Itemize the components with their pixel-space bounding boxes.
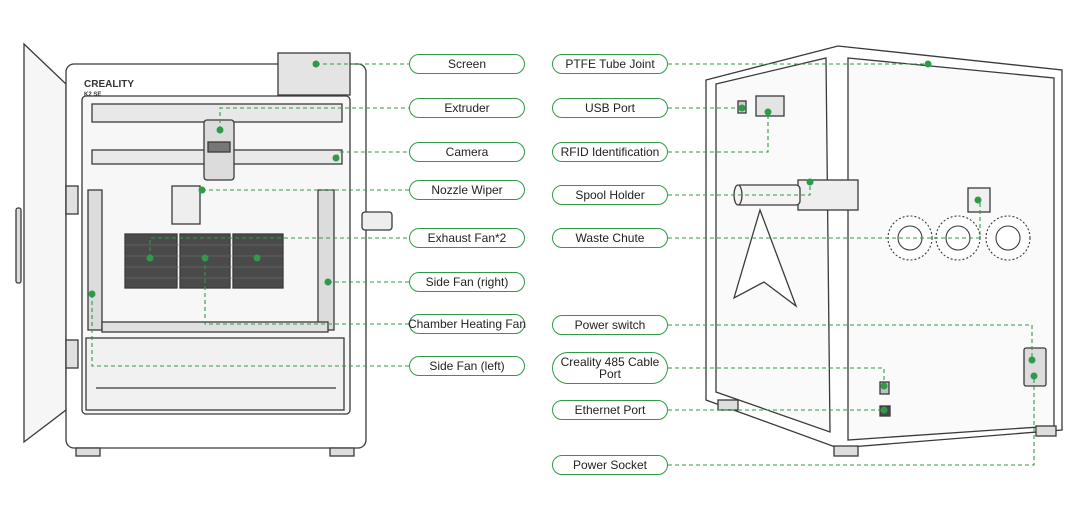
right-chamber-wall <box>317 189 335 331</box>
anchor-dots <box>88 60 1038 414</box>
label-exhaust-fan: Exhaust Fan*2 <box>409 228 525 248</box>
front-foot-left <box>75 447 101 457</box>
label-spool-holder: Spool Holder <box>552 185 668 205</box>
screen-panel <box>277 52 351 96</box>
label-screen: Screen <box>409 54 525 74</box>
left-chamber-wall <box>87 189 103 331</box>
label-usb-port: USB Port <box>552 98 668 118</box>
label-extruder: Extruder <box>409 98 525 118</box>
back-foot-left <box>717 399 739 411</box>
door-handle <box>15 207 22 284</box>
rfid-panel <box>755 95 785 117</box>
front-foot-right <box>329 447 355 457</box>
label-waste-chute: Waste Chute <box>552 228 668 248</box>
exhaust-grille-3 <box>232 233 284 289</box>
print-bed <box>101 321 329 333</box>
label-camera: Camera <box>409 142 525 162</box>
open-door <box>23 42 67 444</box>
wiper-block <box>171 185 201 225</box>
front-spool-stub <box>361 211 393 231</box>
label-485-line-2: Port <box>598 367 621 381</box>
back-foot-right <box>1035 425 1057 437</box>
label-creality-485-cable-port: Creality 485 Cable Port <box>552 352 668 384</box>
print-head-fan <box>207 141 231 153</box>
power-module <box>1023 347 1047 387</box>
label-rfid-identification: RFID Identification <box>552 142 668 162</box>
back-foot-center <box>833 445 859 457</box>
model-logo: K2 SE <box>84 92 101 98</box>
label-ethernet-port: Ethernet Port <box>552 400 668 420</box>
label-ptfe-tube-joint: PTFE Tube Joint <box>552 54 668 74</box>
back-logo-chevron <box>732 207 798 308</box>
label-power-switch: Power switch <box>552 315 668 335</box>
label-side-fan-left: Side Fan (left) <box>409 356 525 376</box>
label-chamber-heating-fan: Chamber Heating Fan <box>408 314 526 334</box>
base-compartment <box>85 337 345 411</box>
front-view <box>15 42 393 457</box>
spool-holder-body <box>797 179 859 211</box>
top-gantry <box>91 103 343 123</box>
label-nozzle-wiper: Nozzle Wiper <box>409 180 525 200</box>
brand-logo: CREALITY <box>84 79 134 90</box>
label-side-fan-right: Side Fan (right) <box>409 272 525 292</box>
leader-lines <box>91 63 1035 466</box>
label-power-socket: Power Socket <box>552 455 668 475</box>
label-485-line-1: Creality 485 Cable <box>560 355 660 369</box>
